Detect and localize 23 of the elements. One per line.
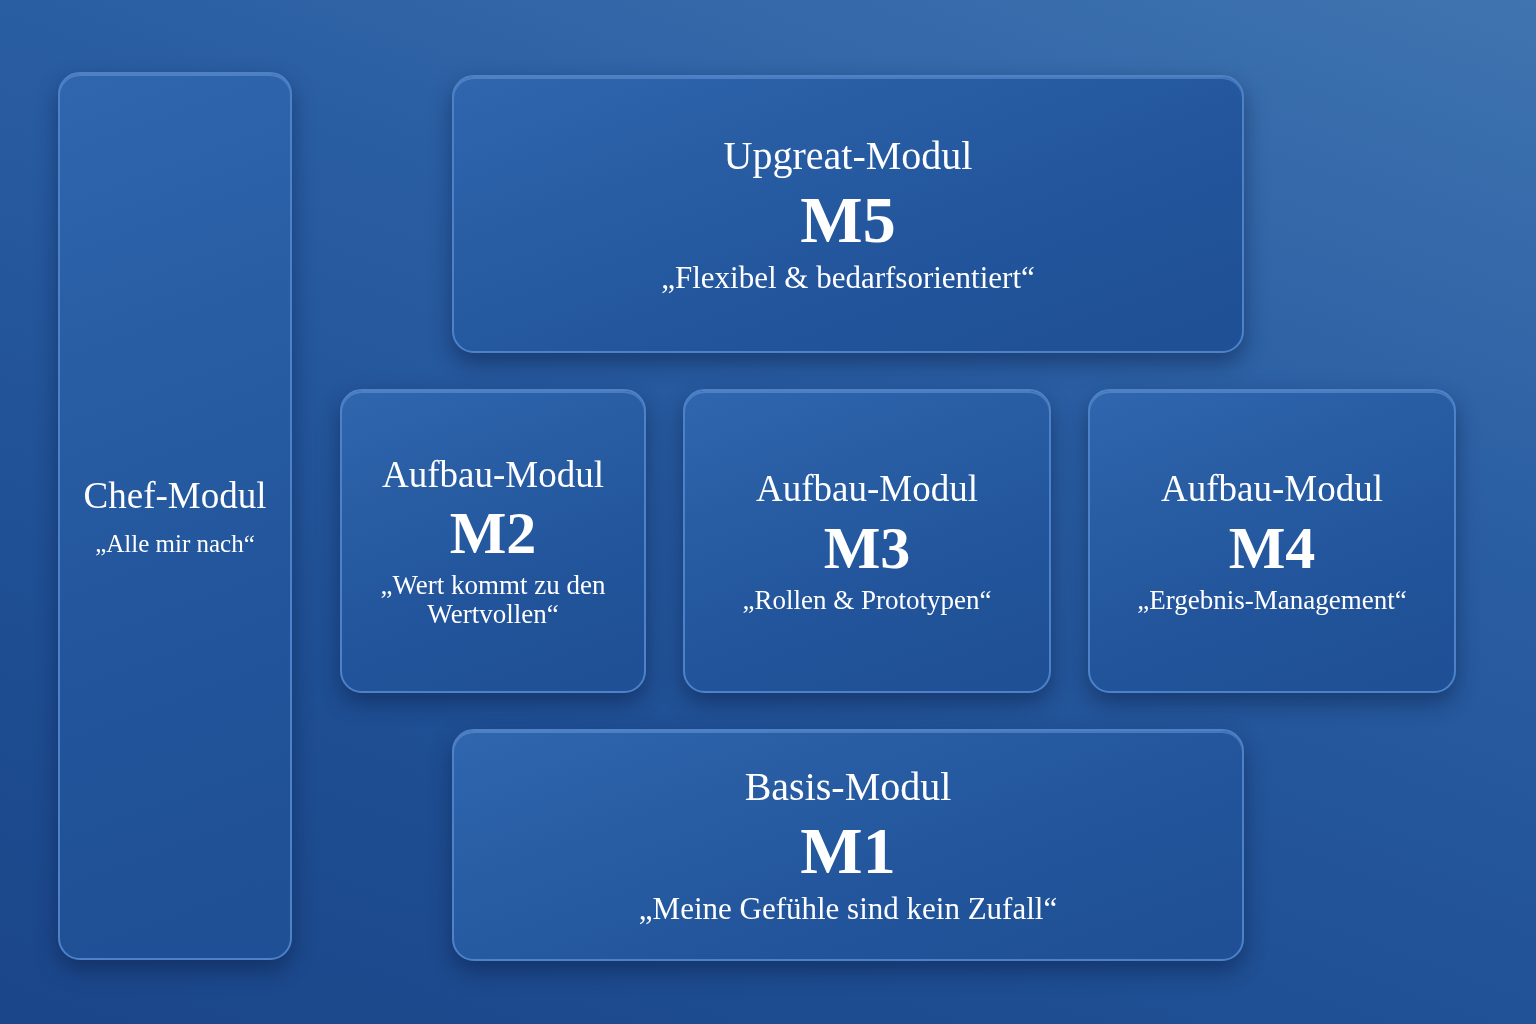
module-card bbox=[452, 75, 1244, 353]
module-code: M1 bbox=[800, 813, 896, 890]
module-name: Basis-Modul bbox=[744, 764, 952, 811]
module-card bbox=[1088, 389, 1456, 693]
module-card bbox=[340, 389, 646, 693]
module-name: Upgreat-Modul bbox=[723, 133, 973, 180]
module-card bbox=[452, 729, 1244, 961]
module-name: Aufbau-Modul bbox=[1161, 468, 1383, 511]
module-motto: „Ergebnis-Management“ bbox=[1137, 585, 1407, 614]
module-motto: „Flexibel & bedarfsorientiert“ bbox=[661, 261, 1035, 295]
module-motto: „Rollen & Prototypen“ bbox=[742, 585, 992, 614]
module-code: M2 bbox=[449, 499, 537, 569]
module-motto: „Wert kommt zu den Wertvollen“ bbox=[379, 571, 607, 629]
module-name: Aufbau-Modul bbox=[382, 453, 604, 497]
module-card bbox=[683, 389, 1051, 693]
module-name: Chef-Modul bbox=[83, 474, 267, 518]
module-code: M3 bbox=[823, 513, 911, 583]
module-card bbox=[58, 72, 292, 960]
module-motto: „Meine Gefühle sind kein Zufall“ bbox=[638, 892, 1058, 926]
module-motto: „Alle mir nach“ bbox=[95, 531, 255, 558]
module-name: Aufbau-Modul bbox=[756, 468, 978, 511]
module-code: M5 bbox=[800, 182, 896, 259]
module-code: M4 bbox=[1228, 513, 1316, 583]
